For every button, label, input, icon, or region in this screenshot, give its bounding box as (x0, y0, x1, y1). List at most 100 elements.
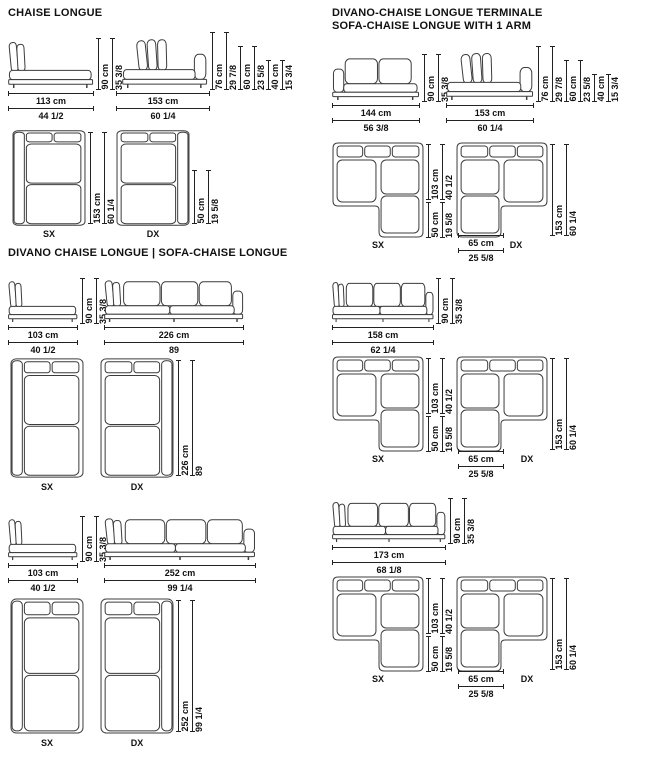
depth-cm: 226 cm (180, 445, 190, 476)
seat-depth-dimension-50: 50 cm 19 5/8 (426, 202, 455, 238)
height-inches: 29 7/8 (554, 76, 564, 102)
plan-label-dx: DX (520, 674, 534, 684)
seat-inches: 19 5/8 (444, 426, 454, 452)
dimension-line (426, 144, 431, 200)
width-dimension-113: 113 cm 44 1/2 (8, 91, 94, 122)
height-cm: 90 cm (426, 76, 436, 102)
dimension-line (458, 669, 504, 674)
width-inches: 60 1/4 (477, 123, 503, 133)
height-cm: 60 cm (568, 76, 578, 102)
width-cm: 103 cm (27, 568, 59, 578)
plan-label-sx: SX (40, 738, 53, 748)
dimension-line (550, 358, 555, 450)
dimension-line (80, 278, 85, 324)
dimension-line (564, 144, 569, 236)
seat-inches: 19 5/8 (444, 646, 454, 672)
dimension-line (88, 132, 93, 224)
plan-label-sx: SX (371, 240, 384, 250)
dimension-line (422, 54, 427, 102)
depth-cm: 252 cm (180, 701, 190, 732)
dimension-line (564, 578, 569, 670)
dimension-line (110, 38, 115, 90)
dimension-line (104, 563, 256, 568)
dimension-line (332, 560, 446, 565)
height-inches: 35 3/8 (466, 518, 476, 544)
width-inches: 99 1/4 (167, 583, 193, 593)
depth-inches: 40 1/2 (444, 608, 454, 634)
depth-inches: 60 1/4 (568, 644, 578, 670)
dimension-line (8, 106, 94, 111)
width-inches: 68 1/8 (376, 565, 402, 575)
dimension-line (448, 498, 453, 544)
plan-label-sx: SX (42, 229, 55, 239)
width-inches: 60 1/4 (150, 111, 176, 121)
width-dimension-144: 144 cm 56 3/8 (332, 103, 420, 134)
dimension-line (436, 54, 441, 102)
depth-dimension-252: 252 cm 99 1/4 (176, 600, 205, 732)
dimension-line (550, 578, 555, 670)
depth-inches: 89 (194, 465, 204, 476)
chaise-elevation-drawing-113 (8, 41, 94, 89)
dimension-line (332, 545, 446, 550)
width-cm: 153 cm (474, 108, 506, 118)
depth-cm: 153 cm (92, 193, 102, 224)
width-dimension-252: 252 cm 99 1/4 (104, 563, 256, 594)
section-title-terminale-line1: DIVANO-CHAISE LONGUE TERMINALE (332, 7, 543, 19)
chaise-elevation-drawing-153 (446, 52, 533, 101)
seat-depth-dimension-50: 50 cm 19 5/8 (192, 170, 221, 224)
dimension-line (80, 516, 85, 562)
dimension-line (94, 278, 99, 324)
width-inches: 62 1/4 (370, 345, 396, 355)
depth-dimension-103: 103 cm 40 1/2 (426, 358, 455, 414)
height-dimension-90: 90 cm 35 3/8 (436, 278, 465, 324)
plan-label-sx: SX (40, 482, 53, 492)
chaise-width-inches: 25 5/8 (468, 253, 494, 263)
dimension-line (426, 358, 431, 414)
plan-label-sx: SX (371, 674, 384, 684)
width-dimension-103: 103 cm 40 1/2 (8, 325, 78, 356)
dimension-line (206, 170, 211, 224)
dimension-line (332, 103, 420, 108)
width-cm: 144 cm (360, 108, 392, 118)
dimension-line (564, 358, 569, 450)
width-inches: 40 1/2 (30, 345, 56, 355)
width-cm: 113 cm (35, 96, 67, 106)
sofa-elevation-drawing-226 (104, 280, 244, 323)
dimension-line (8, 563, 78, 568)
seat-cm: 50 cm (430, 426, 440, 452)
height-cm: 90 cm (84, 298, 94, 324)
dimension-line (104, 578, 256, 583)
depth-inches: 60 1/4 (568, 424, 578, 450)
terminale-plan-drawing-sx (332, 142, 424, 238)
dimension-line (332, 325, 434, 330)
dimension-line (102, 132, 107, 224)
section-title-divano-chaise-longue: DIVANO CHAISE LONGUE | SOFA-CHAISE LONGU… (8, 247, 288, 259)
height-inches: 23 5/8 (582, 76, 592, 102)
depth-dimension-153: 153 cm 60 1/4 (550, 358, 579, 450)
dimension-line (8, 340, 78, 345)
terminale-elevation-drawing-158 (332, 281, 434, 323)
width-inches: 40 1/2 (30, 583, 56, 593)
chaise-width-cm: 65 cm (468, 238, 494, 248)
sofa-plan-drawing-dx (100, 598, 174, 734)
chaise-width-inches: 25 5/8 (468, 469, 494, 479)
dimension-line (592, 74, 597, 102)
depth-cm: 153 cm (554, 419, 564, 450)
depth-cm: 153 cm (554, 205, 564, 236)
dimension-line (440, 578, 445, 634)
width-cm: 226 cm (158, 330, 190, 340)
chaise-width-dimension-65: 65 cm 25 5/8 (458, 449, 504, 480)
width-dimension-103: 103 cm 40 1/2 (8, 563, 78, 594)
depth-cm: 153 cm (554, 639, 564, 670)
dimension-line (426, 578, 431, 634)
depth-dimension-153: 153 cm 60 1/4 (550, 578, 579, 670)
depth-dimension-103: 103 cm 40 1/2 (426, 144, 455, 200)
sofa-plan-drawing-sx (10, 598, 84, 734)
height-inches: 15 3/4 (284, 64, 294, 90)
element-elevation-drawing-103 (8, 280, 78, 323)
terminale-elevation-drawing-173 (332, 501, 446, 543)
dimension-line (94, 516, 99, 562)
terminale-plan-drawing-dx (456, 576, 548, 672)
dimension-line (426, 416, 431, 452)
plan-label-dx: DX (130, 482, 144, 492)
